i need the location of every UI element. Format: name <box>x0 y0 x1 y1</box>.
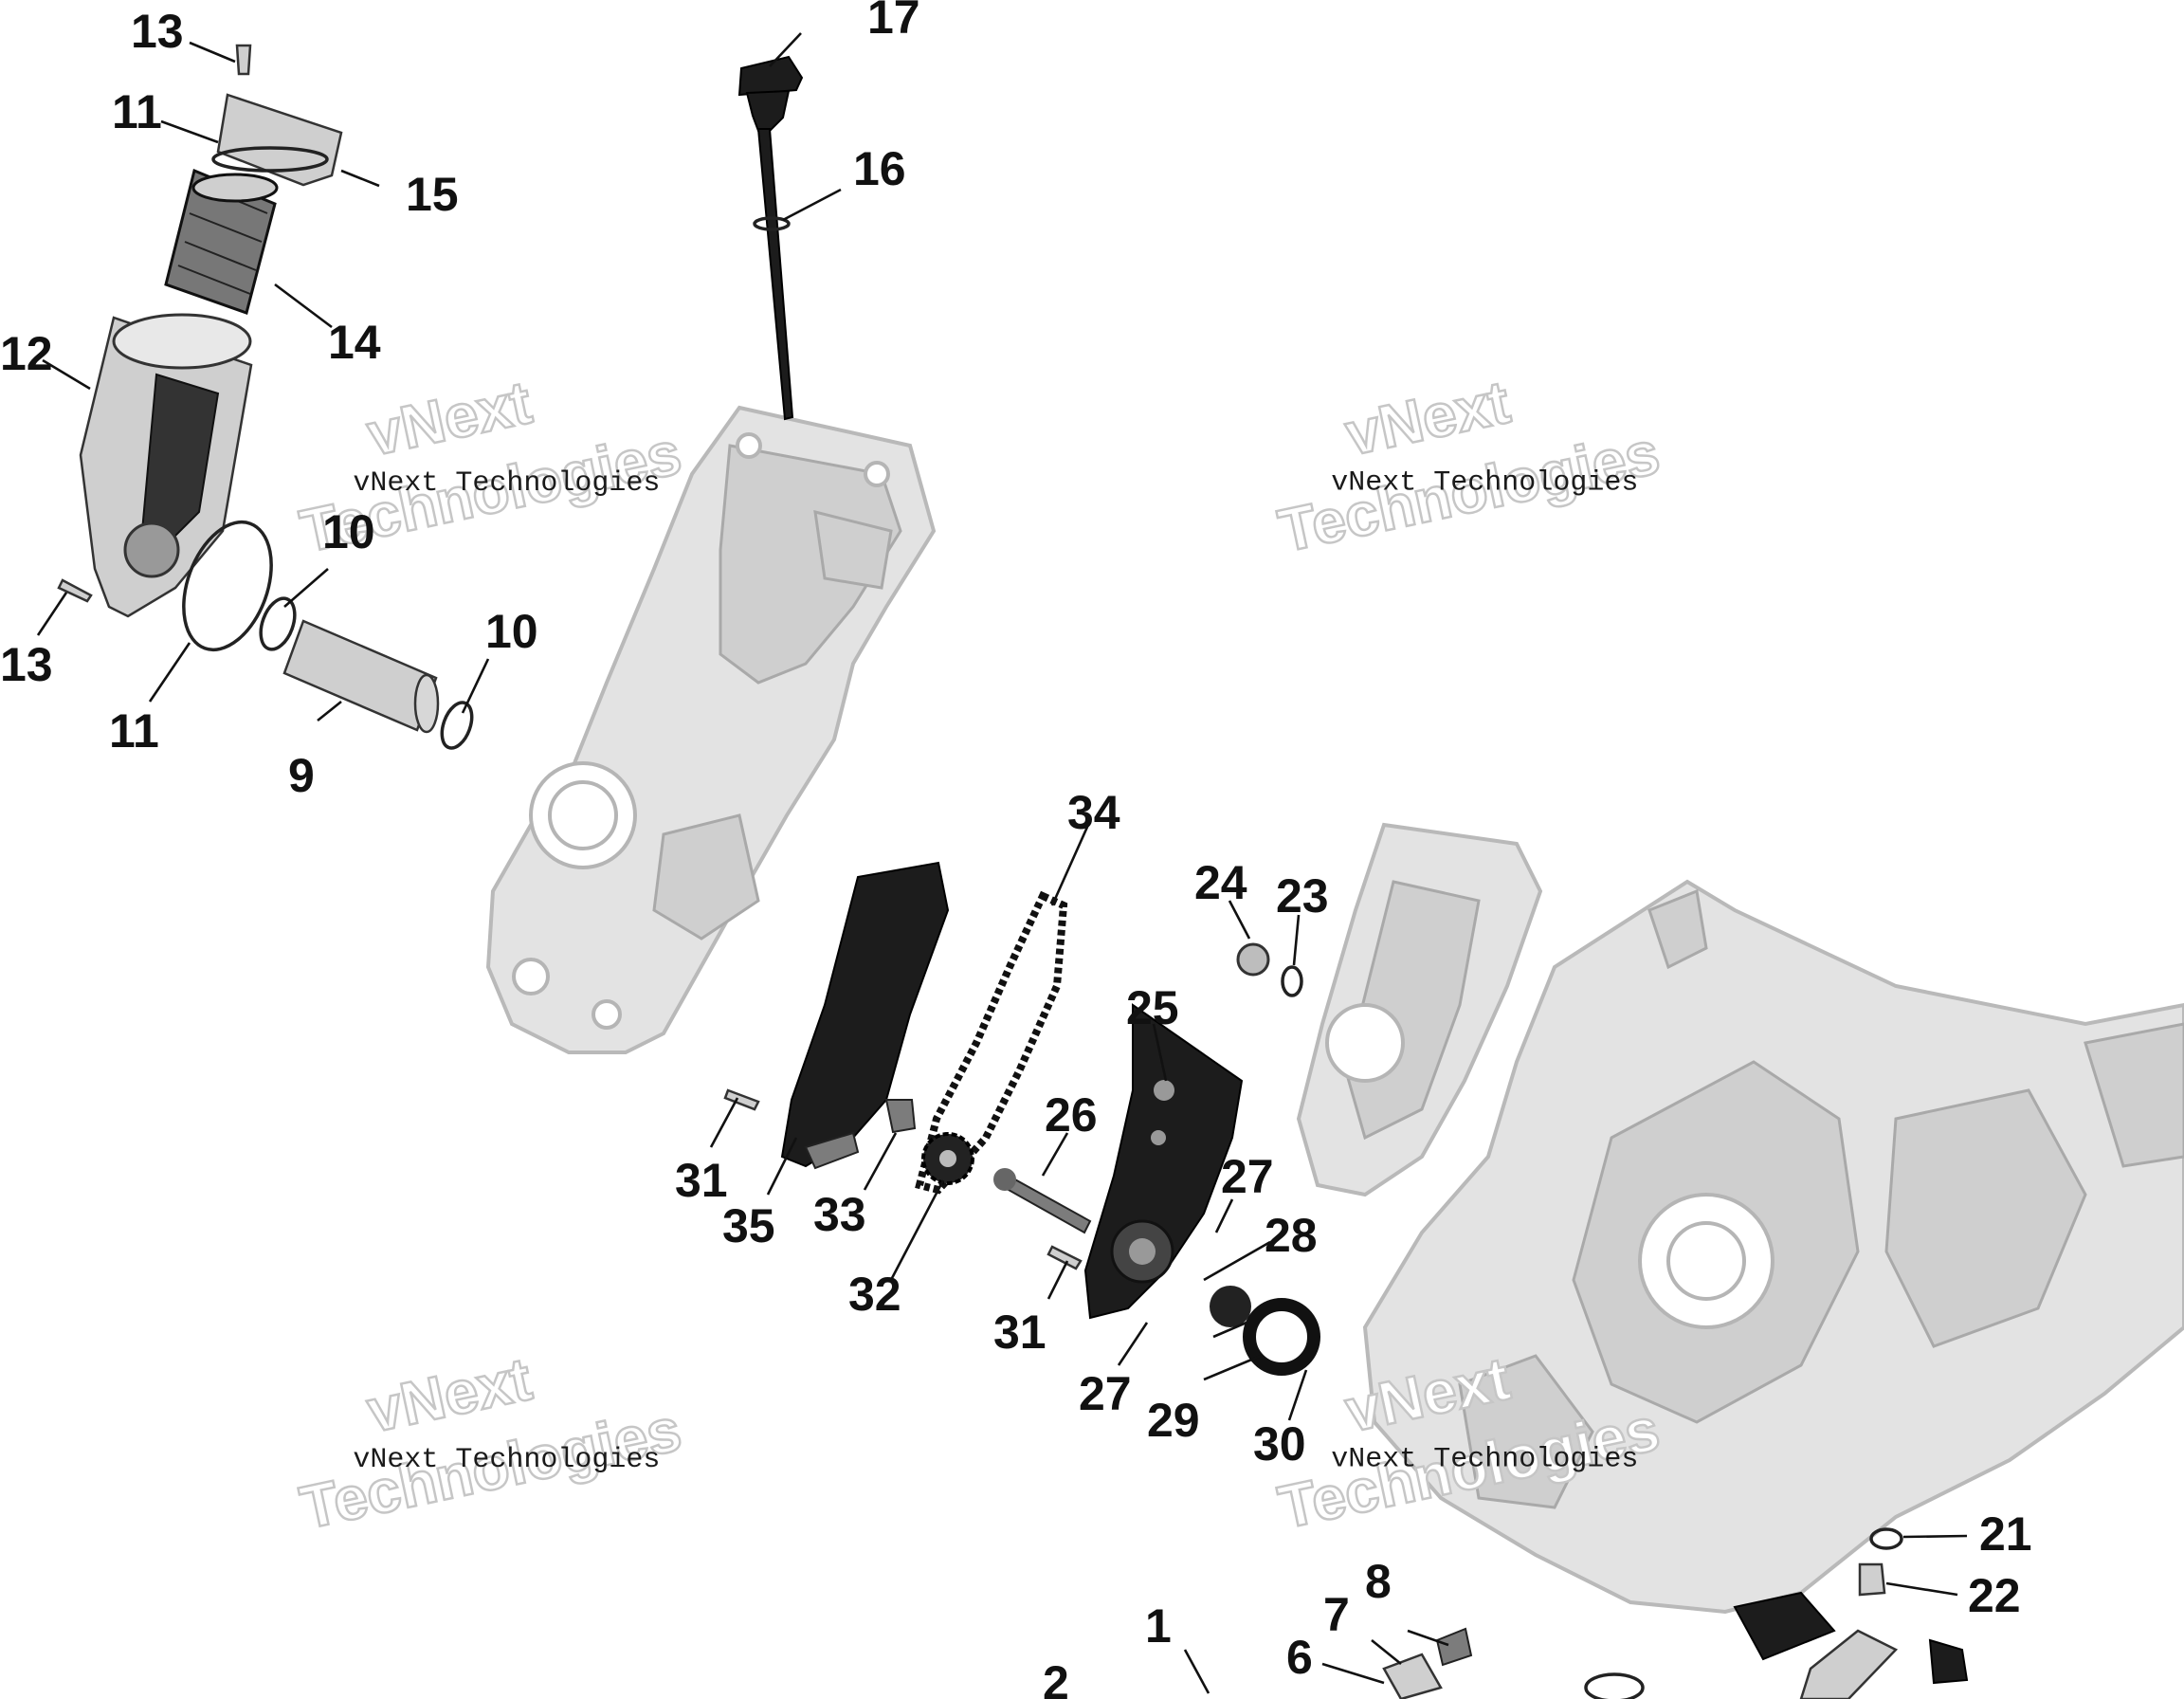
callout-31-left: 31 <box>675 1154 728 1207</box>
callout-24: 24 <box>1194 856 1247 909</box>
callout-21: 21 <box>1979 1507 2032 1561</box>
callout-16: 16 <box>853 142 906 195</box>
pump-rotor <box>1210 1286 1320 1376</box>
watermark-bottom-left: vNext Technologies vNext Technologies <box>294 1343 688 1544</box>
dipstick-icon <box>737 55 804 421</box>
callout-27-bottom: 27 <box>1079 1367 1132 1420</box>
callout-9: 9 <box>288 749 315 802</box>
callout-8: 8 <box>1365 1555 1392 1608</box>
callout-23: 23 <box>1276 869 1329 923</box>
leader-lines <box>36 32 1968 1694</box>
filter-cap <box>211 93 343 187</box>
callout-32: 32 <box>848 1268 901 1321</box>
svg-text:vNext Technologies: vNext Technologies <box>353 467 660 500</box>
oil-filter-icon <box>79 313 253 618</box>
sprocket <box>921 1132 974 1185</box>
callout-17: 17 <box>867 0 920 44</box>
callout-34: 34 <box>1067 786 1120 839</box>
crankcase-cover-ghost <box>485 405 937 1054</box>
chain-guide-cover <box>780 861 950 1170</box>
callout-13-bottom: 13 <box>0 638 53 691</box>
callout-25: 25 <box>1126 981 1179 1034</box>
callout-14: 14 <box>328 316 381 369</box>
plug-and-oring <box>1236 942 1303 997</box>
bolt-top <box>235 44 252 76</box>
callout-28: 28 <box>1265 1209 1318 1262</box>
callout-15: 15 <box>406 168 459 221</box>
watermark-top-right: vNext Technologies vNext Technologies <box>1272 366 1666 566</box>
callout-1: 1 <box>1145 1599 1172 1653</box>
drain-parts <box>1382 1527 1969 1699</box>
callout-2: 2 <box>1043 1656 1069 1699</box>
callout-27-top: 27 <box>1221 1150 1274 1203</box>
crankcase-gasket-ghost <box>1296 822 1543 1197</box>
bolts <box>723 1088 1083 1270</box>
callout-35: 35 <box>722 1199 775 1252</box>
callout-29: 29 <box>1147 1394 1200 1447</box>
callout-11-top: 11 <box>112 85 162 138</box>
callout-22: 22 <box>1968 1569 2021 1622</box>
svg-text:vNext Technologies: vNext Technologies <box>353 1444 660 1476</box>
callout-11-bottom: 11 <box>109 704 159 758</box>
callout-30: 30 <box>1253 1417 1306 1471</box>
pump-shaft <box>993 1168 1092 1234</box>
callout-10-right: 10 <box>485 605 538 658</box>
callout-33: 33 <box>813 1188 866 1241</box>
crankcase-block-ghost <box>1362 879 2184 1615</box>
callout-13-top: 13 <box>131 5 184 58</box>
svg-text:vNext Technologies: vNext Technologies <box>1331 1444 1638 1476</box>
callout-7: 7 <box>1323 1588 1350 1641</box>
callout-6: 6 <box>1286 1631 1313 1684</box>
oil-filter-cartridge <box>164 168 279 315</box>
oil-pump-icon <box>1083 1003 1244 1320</box>
callout-12: 12 <box>0 327 53 380</box>
nut <box>884 1099 917 1134</box>
callout-labels: 13 11 15 14 12 13 11 10 10 9 17 16 34 24… <box>0 0 2032 1699</box>
svg-text:vNext Technologies: vNext Technologies <box>1331 467 1638 500</box>
bolt-bottom <box>57 578 93 603</box>
callout-10-left: 10 <box>322 505 375 558</box>
oil-tube-and-rings <box>182 520 474 750</box>
callout-26: 26 <box>1045 1088 1098 1142</box>
callout-31-right: 31 <box>993 1306 1046 1359</box>
